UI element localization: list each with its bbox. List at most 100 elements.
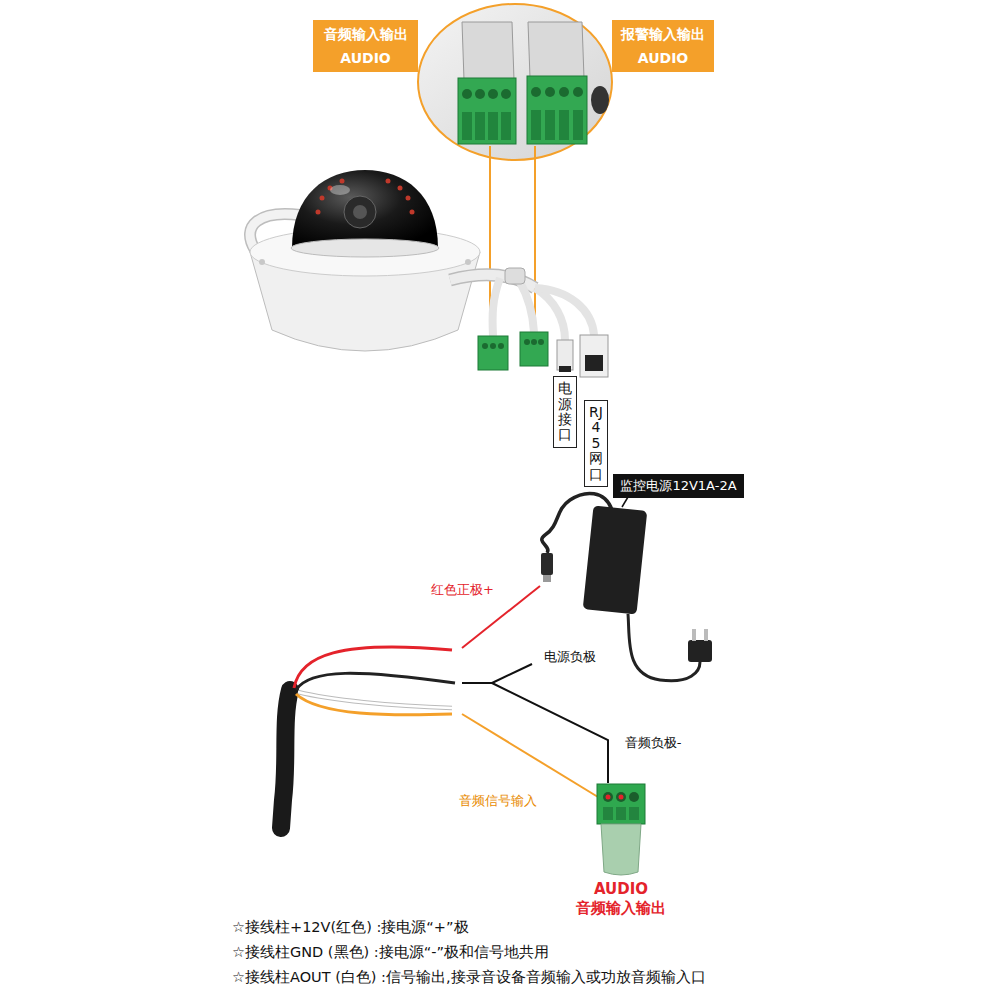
terminal-screw: [490, 343, 496, 349]
terminal-slot: [629, 807, 639, 820]
port-title: AUDIO: [594, 880, 648, 898]
terminal-screw: [524, 339, 530, 345]
terminal-screw: [475, 89, 485, 99]
terminal-screw: [482, 343, 488, 349]
node-text: 报警输入输出: [621, 26, 705, 44]
camera-lens-core: [353, 205, 367, 219]
ir-led: [316, 210, 321, 215]
port-label: 电源接口: [553, 376, 577, 448]
terminal-slot: [531, 110, 541, 140]
terminal-slot: [501, 112, 511, 140]
terminal-block: [527, 76, 587, 144]
heat-shrink: [281, 690, 290, 828]
camera-lens: [344, 196, 376, 228]
cable-branch: [535, 288, 594, 335]
ground-lead: [492, 664, 532, 683]
cable-branch: [493, 278, 500, 336]
dc-jack-hole: [559, 366, 571, 372]
terminal-screw: [616, 792, 626, 802]
dc-jack: [557, 340, 573, 370]
node-text: 监控电源12V1A-2A: [620, 477, 736, 495]
black-wire: [296, 673, 455, 690]
node-text: 音频输入输出: [324, 26, 408, 44]
wiring-note: ☆接线柱+12V(红色) :接电源“+”极: [232, 918, 469, 937]
terminal-slot: [488, 112, 498, 140]
plug-body: [601, 824, 641, 875]
pin-mark: [606, 795, 611, 800]
dc-plug-tip: [543, 575, 551, 582]
terminal-block: [597, 784, 645, 824]
leader-line: [622, 497, 628, 507]
pin-mark: [619, 795, 624, 800]
terminal-slot: [462, 112, 472, 140]
ir-led: [386, 179, 391, 184]
terminal-slot: [616, 807, 626, 820]
terminal-screw: [488, 89, 498, 99]
mains-plug: [688, 640, 712, 662]
node-text: AUDIO: [638, 50, 689, 66]
audio-wire: [296, 694, 452, 715]
audio-lead: [462, 714, 598, 797]
camera-screw: [259, 259, 265, 265]
ir-led: [340, 179, 345, 184]
ir-led: [406, 196, 411, 201]
node-text: 红色正极+: [431, 581, 494, 599]
dc-plug: [541, 553, 553, 575]
wire-label: 音频信号输入: [450, 789, 546, 813]
node-text: 音频信号输入: [459, 792, 537, 810]
ir-led: [320, 196, 325, 201]
port-tag: 音频输入输出 AUDIO: [313, 20, 418, 72]
node-text: 电源负极: [544, 648, 596, 666]
wire-label: 红色正极+: [425, 578, 500, 602]
camera-dome: [292, 170, 438, 248]
terminal-screw: [462, 89, 472, 99]
terminal-screw: [531, 87, 541, 97]
terminal-slot: [573, 110, 583, 140]
terminal-slot: [603, 807, 613, 820]
terminal-screw: [538, 339, 544, 345]
wire-label: 音频负极-: [617, 731, 689, 755]
red-wire: [294, 647, 452, 688]
rj45-socket: [585, 355, 603, 371]
plug-body: [528, 22, 584, 78]
terminal-block: [458, 78, 516, 144]
port-label: RJ45网口: [584, 400, 608, 487]
node-text: RJ45网口: [589, 405, 603, 482]
terminal-screw: [559, 87, 569, 97]
dome-ring: [291, 239, 439, 257]
terminal-screw: [501, 89, 511, 99]
terminal-screw: [531, 339, 537, 345]
ground-lead: [462, 682, 492, 684]
rj45-jack: [580, 335, 608, 377]
port-title: 音频输入输出: [576, 899, 666, 918]
wiring-note: ☆接线柱GND (黑色) :接电源“-”极和信号地共用: [232, 943, 549, 962]
leader-line: [534, 146, 536, 330]
camera-screw: [465, 259, 471, 265]
terminal-screw: [545, 87, 555, 97]
adapter-label: 监控电源12V1A-2A: [613, 474, 744, 498]
dc-jack-end: [591, 86, 609, 114]
terminal-block: [520, 332, 548, 366]
wiring-note: ☆接线柱AOUT (白色) :信号输出,接录音设备音频输入或功放音频输入口: [232, 968, 706, 987]
ferrite-bead: [505, 268, 525, 284]
terminal-screw: [573, 87, 583, 97]
node-text: AUDIO: [340, 50, 391, 66]
plug-prong: [704, 629, 708, 641]
node-text: 音频负极-: [625, 734, 682, 752]
terminal-block: [478, 336, 508, 370]
cable-branch: [520, 282, 534, 332]
ir-led: [398, 186, 403, 191]
terminal-slot: [545, 110, 555, 140]
plug-body: [462, 22, 514, 80]
dome-highlight: [330, 185, 350, 195]
photo-inset: [418, 4, 612, 160]
terminal-screw: [603, 792, 613, 802]
terminal-slot: [559, 110, 569, 140]
node-text: 电源接口: [558, 381, 572, 443]
terminal-screw: [498, 343, 504, 349]
ir-led: [410, 210, 415, 215]
terminal-slot: [475, 112, 485, 140]
